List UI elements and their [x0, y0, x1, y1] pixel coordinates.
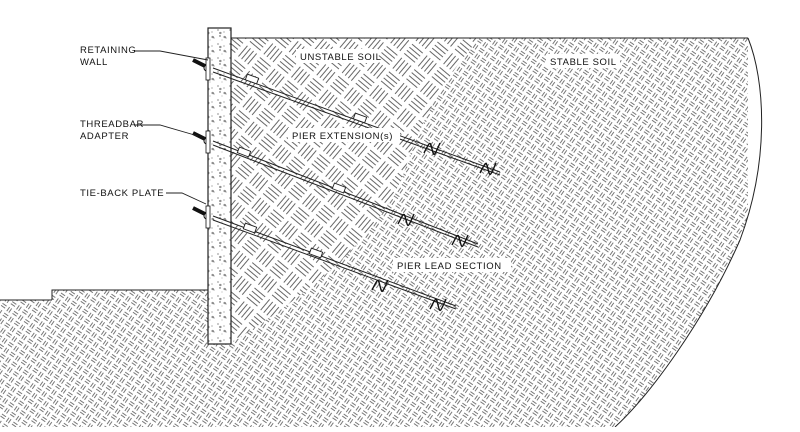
label-stable-soil: STABLE SOIL: [550, 57, 617, 68]
rod-couplers: [236, 73, 368, 259]
excavation-boundary: [614, 37, 763, 428]
label-threadbar-2: ADAPTER: [80, 131, 129, 142]
lower-grade-line: [51, 289, 214, 300]
label-pier-extension: PIER EXTENSION(s): [292, 131, 393, 142]
retaining-wall: [207, 27, 232, 345]
stable-soil-label-bg: [546, 54, 620, 68]
excavation-boundary-mask: [615, 0, 800, 427]
label-retaining-wall-2: WALL: [80, 57, 108, 68]
anchor-3: [192, 205, 211, 229]
label-unstable-soil: UNSTABLE SOIL: [300, 52, 382, 63]
pier-extension-label-bg: [288, 128, 400, 142]
label-threadbar-1: THREADBAR: [80, 119, 144, 130]
pier-lead-label-bg: [393, 258, 511, 272]
label-pier-lead-section: PIER LEAD SECTION: [397, 261, 502, 272]
anchor-2: [192, 130, 211, 154]
helical-plates: [371, 142, 497, 312]
wall-anchors: [192, 57, 211, 229]
unstable-soil-hatch: [231, 38, 480, 343]
unstable-soil-label-bg: [296, 49, 378, 63]
callouts: RETAINING WALL THREADBAR ADAPTER TIE-BAC…: [80, 45, 164, 199]
label-tieback-plate: TIE-BACK PLATE: [80, 188, 164, 199]
region-labels: UNSTABLE SOIL STABLE SOIL PIER EXTENSION…: [288, 49, 620, 272]
label-retaining-wall-1: RETAINING: [80, 45, 136, 56]
leader-lines: [134, 50, 209, 205]
anchor-1: [192, 57, 211, 81]
